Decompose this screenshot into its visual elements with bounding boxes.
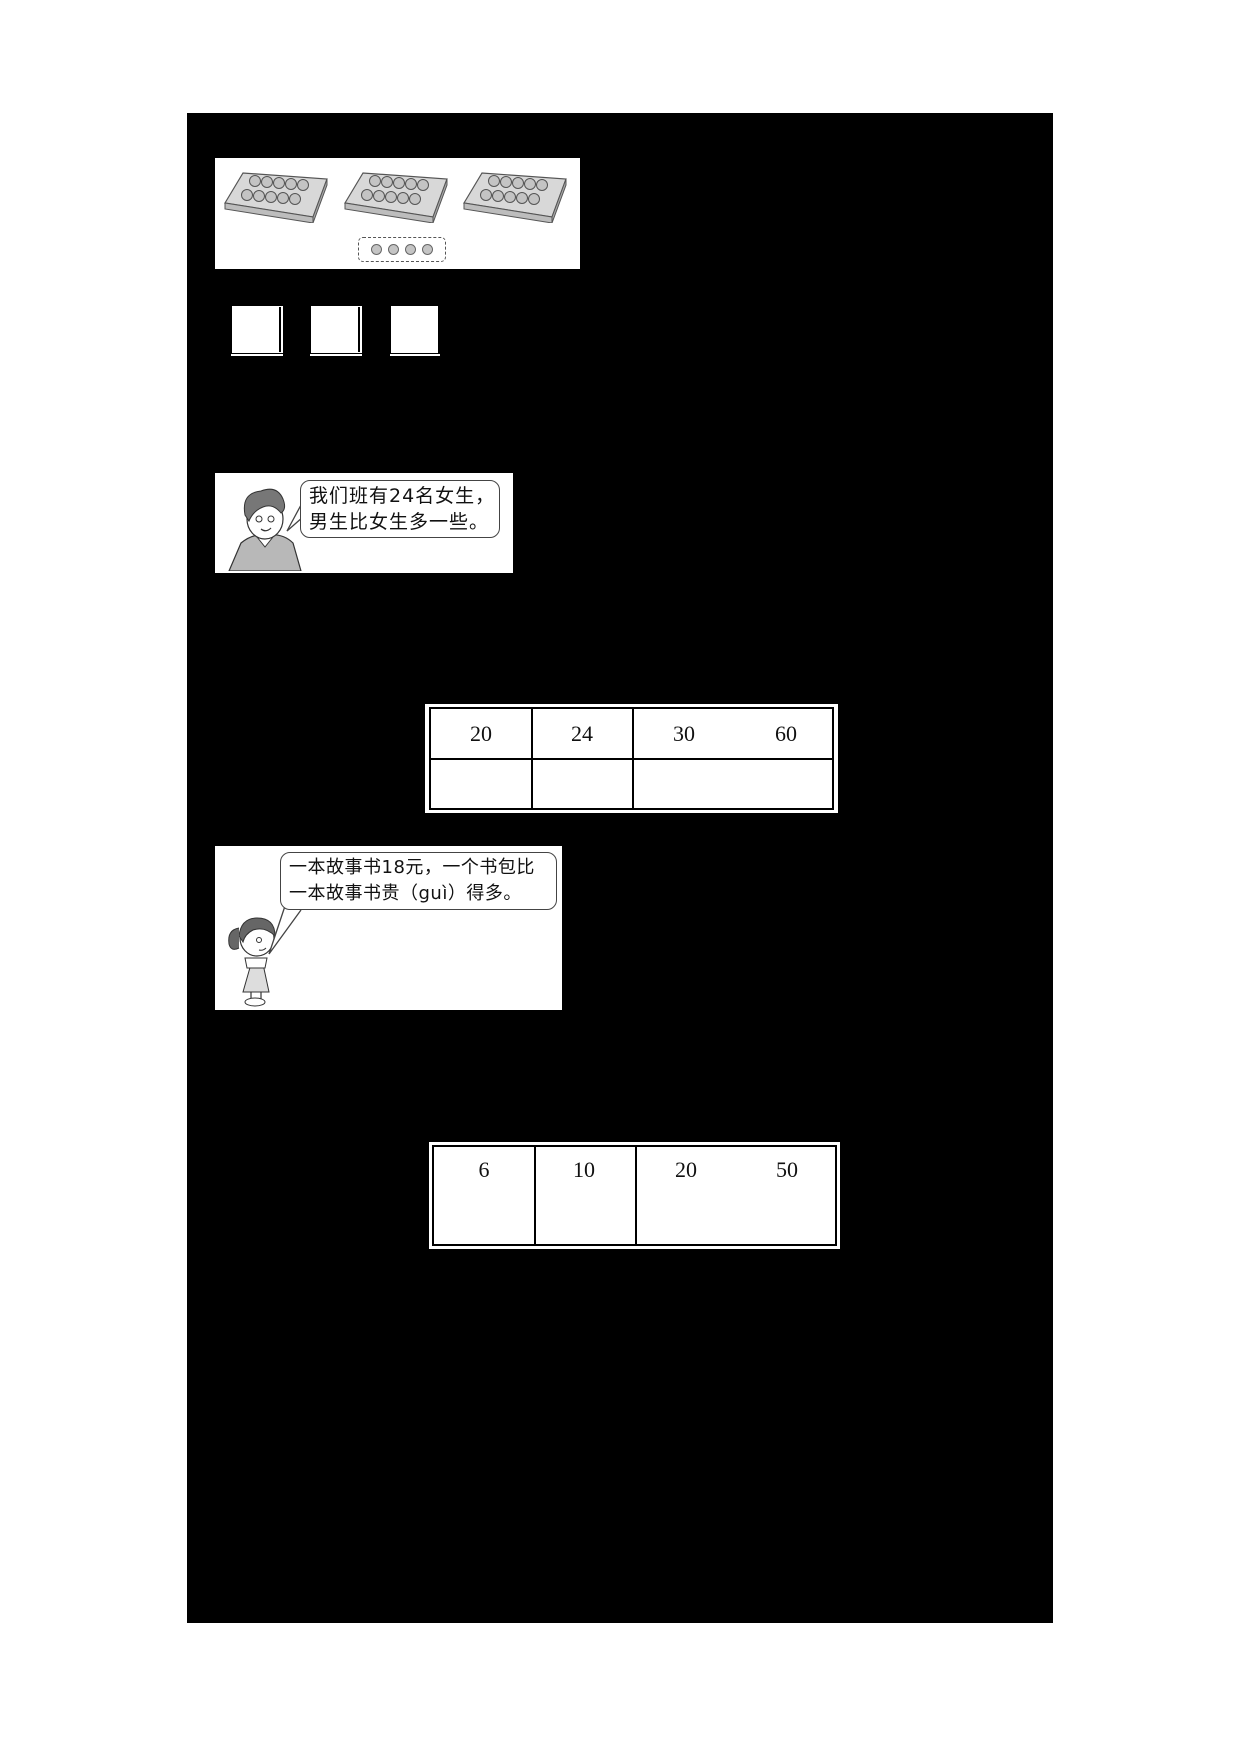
boy-illustration bbox=[228, 488, 302, 571]
speech-line: 我们班有24名女生， bbox=[309, 485, 496, 507]
table-value: 60 bbox=[775, 721, 797, 746]
answer-cell-2[interactable] bbox=[534, 761, 630, 809]
table-value: 20 bbox=[470, 721, 492, 746]
answer-box-underline bbox=[310, 354, 362, 356]
table-value: 24 bbox=[571, 721, 593, 746]
answer-box-underline bbox=[390, 354, 440, 356]
tray-illustration bbox=[224, 172, 328, 223]
table-value: 20 bbox=[675, 1157, 697, 1182]
boy-speech-figure: 我们班有24名女生， 男生比女生多一些。 bbox=[215, 473, 513, 573]
speech-line: 一本故事书贵（guì）得多。 bbox=[289, 883, 522, 904]
answer-box-2[interactable] bbox=[311, 306, 358, 353]
table-value: 50 bbox=[776, 1157, 798, 1182]
girl-speech-figure: 一本故事书18元，一个书包比 一本故事书贵（guì）得多。 bbox=[215, 846, 562, 1010]
table-value: 10 bbox=[573, 1157, 595, 1182]
answer-box-3[interactable] bbox=[391, 306, 438, 353]
table-value: 6 bbox=[478, 1157, 490, 1182]
item-icon bbox=[388, 244, 399, 255]
number-table-2: 6 10 20 50 bbox=[429, 1142, 840, 1249]
speech-bubble: 一本故事书18元，一个书包比 一本故事书贵（guì）得多。 bbox=[280, 852, 557, 910]
answer-cell-3[interactable] bbox=[635, 761, 831, 809]
tray-illustration bbox=[463, 172, 567, 223]
table-value: 30 bbox=[673, 721, 695, 746]
number-table-1: 20 24 30 60 bbox=[425, 704, 838, 813]
loose-items-box bbox=[358, 237, 446, 262]
speech-line: 男生比女生多一些。 bbox=[309, 511, 490, 533]
speech-line: 一本故事书18元，一个书包比 bbox=[289, 857, 535, 878]
girl-illustration bbox=[228, 917, 276, 1007]
tray-illustration bbox=[344, 172, 448, 223]
answer-cell-1[interactable] bbox=[433, 761, 529, 809]
item-icon bbox=[371, 244, 382, 255]
speech-bubble: 我们班有24名女生， 男生比女生多一些。 bbox=[300, 480, 500, 538]
answer-box-underline bbox=[231, 354, 283, 356]
egg-tray-figure bbox=[215, 158, 580, 269]
speech-tail bbox=[286, 504, 304, 532]
item-icon bbox=[422, 244, 433, 255]
speech-tail bbox=[268, 905, 302, 955]
answer-box-1[interactable] bbox=[232, 306, 279, 353]
item-icon bbox=[405, 244, 416, 255]
